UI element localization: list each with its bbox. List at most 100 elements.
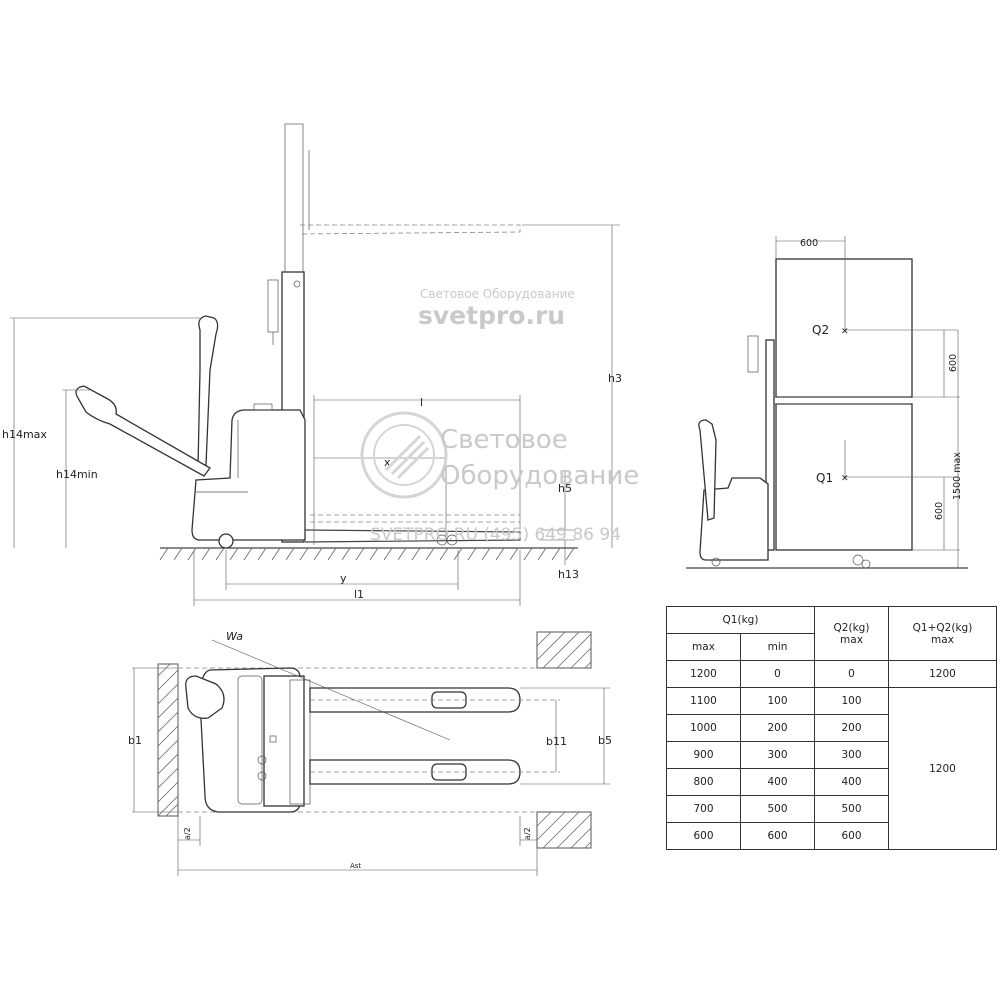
label-l1: l1 [354,588,364,601]
watermark: Световое Оборудование svetpro.ru Светово… [360,287,639,545]
table-row: 900 300 300 [666,741,997,769]
ground-hatch [159,547,578,561]
label-1500: 1500 max [952,452,963,500]
wall-left-hatch [157,663,179,817]
label-b5: b5 [598,734,612,747]
tiller-lowered [75,385,211,477]
raised-forks [299,224,521,235]
header-q1-max: max [666,633,741,661]
cell-q1max: 600 [666,822,741,850]
header-q1: Q1(kg) [666,606,815,634]
cell-q1min: 100 [740,687,815,715]
lowered-forks [304,529,521,543]
label-x: x [384,456,391,469]
table-row: 1000 200 200 [666,714,997,742]
table-row: 1100 100 100 1200 [666,687,997,850]
label-l: l [420,396,423,409]
chassis [191,409,306,541]
watermark-logo-icon [360,411,448,499]
cell-q2max: 0 [814,660,889,688]
dim-h13: h13 [540,539,579,581]
cell-q2max: 200 [814,714,889,742]
label-600-upper: 600 [948,354,959,372]
label-a2-left: a/2 [183,827,192,840]
label-q1: Q1 [816,471,833,485]
q2-mark-icon: ✕ [841,327,849,337]
label-b1: b1 [128,734,142,747]
watermark-big-line1: Световое [440,425,568,455]
label-ast: Ast [350,862,361,870]
watermark-small-line: Световое Оборудование [420,287,575,301]
header-sum-label: Q1+Q2(kg) [912,621,973,634]
table-header-row: Q1(kg) Q2(kg) max Q1+Q2(kg) max [666,606,997,661]
table-row: 700 500 500 [666,795,997,823]
label-h14max: h14max [2,428,47,441]
cell-q2max: 600 [814,822,889,850]
cell-q2max: 500 [814,795,889,823]
table-row: 1200 0 0 1200 [666,660,997,688]
label-q2: Q2 [812,323,829,337]
mast-extension [284,123,304,275]
label-b11: b11 [546,735,567,748]
label-wa: Wa [226,630,243,643]
label-h5: h5 [558,482,572,495]
tiller-upright [197,315,219,469]
dim-b5: b5 [520,687,612,785]
label-a2-right: a/2 [523,827,532,840]
label-600-lower: 600 [934,502,945,520]
load-table: Q1(kg) Q2(kg) max Q1+Q2(kg) max max min … [666,606,997,850]
top-view: Wa b1 b11 b5 a/2 [128,630,612,876]
cell-sum: 1200 [888,660,997,688]
wall-right-top-hatch [536,631,592,669]
tiller-head-top [185,675,225,719]
cell-q1max: 1100 [666,687,741,715]
cell-q2max: 100 [814,687,889,715]
dim-x: x [314,452,447,540]
label-y: y [340,572,347,585]
load-box-upper [775,258,913,398]
watermark-contact: SVETPRO.RU (495) 649 86 94 [370,525,621,545]
label-h3: h3 [608,372,622,385]
dim-l1: l1 [193,550,521,606]
cell-q1min: 200 [740,714,815,742]
cell-q2max: 400 [814,768,889,796]
side-view: h3 h14max h14min l x [2,123,622,606]
small-truck-body [699,477,769,561]
header-q2-sub: max [840,633,863,646]
cell-q1max: 800 [666,768,741,796]
wall-right-bottom-hatch [536,811,592,849]
dim-b1: b1 [128,667,178,813]
header-sum: Q1+Q2(kg) max [888,606,997,661]
header-sum-sub: max [931,633,954,646]
dim-y: y [225,550,459,590]
table-row: 800 400 400 [666,768,997,796]
dim-h14max: h14max [2,317,200,548]
small-tiller [698,419,717,521]
table-row: 600 600 600 [666,822,997,850]
header-q2: Q2(kg) max [814,606,889,661]
q1-mark-icon: ✕ [841,474,849,484]
cell-q1max: 900 [666,741,741,769]
dim-a2-left: a/2 [177,816,201,876]
watermark-big-line2: Оборудование [440,461,639,491]
cell-q1max: 1000 [666,714,741,742]
cell-sum-merged: 1200 [888,687,997,850]
dim-wa: Wa [211,630,451,741]
dim-ast: Ast [178,862,537,871]
dim-l: l [313,395,521,545]
dim-a2-right: a/2 [519,812,538,876]
cell-q1max: 700 [666,795,741,823]
cell-q1min: 400 [740,768,815,796]
header-q2-label: Q2(kg) [833,621,870,634]
cell-q1min: 0 [740,660,815,688]
q2-centre: Q2 ✕ [812,323,958,337]
header-q1-min: min [740,633,815,661]
cell-q2max: 300 [814,741,889,769]
dim-h14min: h14min [56,389,98,548]
dim-h5: h5 [540,470,575,531]
dim-b11: b11 [546,700,567,772]
label-h13: h13 [558,568,579,581]
load-view: 600 Q2 ✕ Q1 ✕ 600 600 1500 max [686,236,968,569]
cell-q1max: 1200 [666,660,741,688]
